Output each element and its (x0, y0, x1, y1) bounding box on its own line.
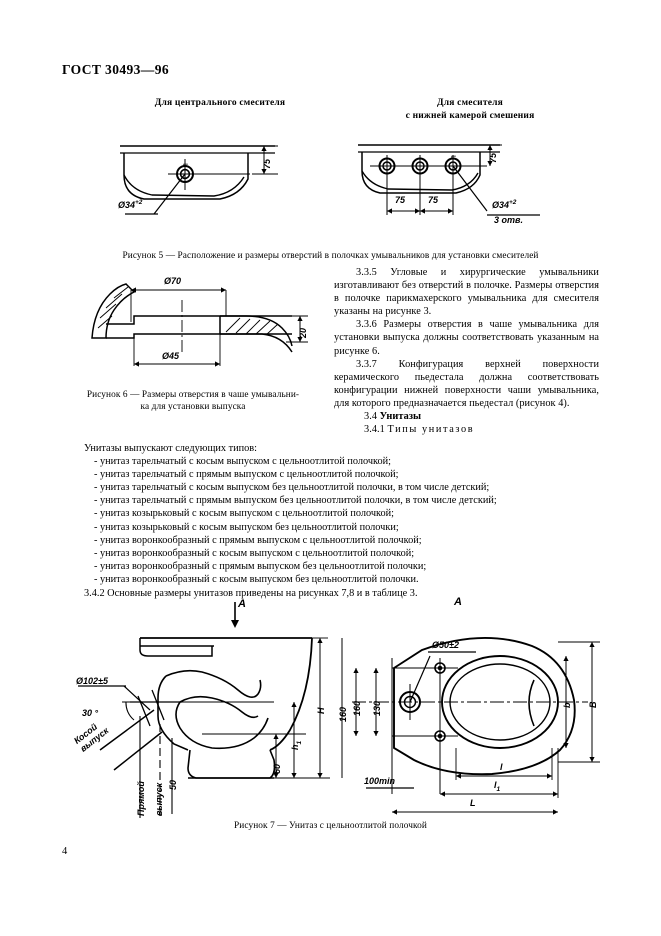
clause-3-3-5: 3.3.5 Угловые и хирургические умывальник… (334, 267, 599, 318)
toilet-type-item: - унитаз козырьковый с косым выпуском бе… (94, 521, 399, 533)
toilet-type-item: - унитаз воронкообразный с косым выпуско… (94, 547, 415, 559)
figure7-dim-H: H (316, 707, 326, 715)
figure6-caption: Рисунок 6 — Размеры отверстия в чаше умы… (62, 389, 324, 413)
svg-text:⌐: ⌐ (183, 159, 188, 169)
figure7-view-label: A (454, 596, 462, 608)
toilet-type-item: - унитаз воронкообразный с косым выпуско… (94, 573, 419, 585)
clause-column: 3.3.5 Угловые и хирургические умывальник… (334, 266, 599, 436)
figure7-dim-b: b (562, 702, 572, 709)
figure7-dim-l1-value: l (494, 780, 497, 790)
svg-text:⌐: ⌐ (451, 151, 456, 161)
figure7-dim-h1: h1 (290, 741, 303, 750)
figure7-dim-L: L (470, 798, 476, 808)
figure5-right-drawing: ⌐ 75 75 75 Ø34+2 3 отв. (352, 133, 567, 243)
figure7-label-straight-outlet: Прямой (136, 781, 146, 816)
figure7-dim-l1: l1 (494, 780, 500, 793)
figure5-left-dim-75: 75 (262, 158, 272, 169)
figure6-dim-depth: 20 (298, 327, 308, 338)
figure7-right-drawing: A Ø50±2 160 130 b B l l1 L 100min (352, 596, 627, 830)
document-header: ГОСТ 30493—96 (62, 62, 169, 77)
figure5-right-heading-line1: Для смесителя (436, 98, 504, 108)
figure7-label-straight-outlet-line1: Прямой (136, 781, 146, 816)
figure7-caption: Рисунок 7 — Унитаз с цельноотлитой полоч… (234, 821, 427, 831)
figure5-left-dim-tolerance: +2 (135, 199, 143, 206)
page-number: 4 (62, 846, 68, 857)
clause-3-3-6: 3.3.6 Размеры отверстия в чаше умывальни… (334, 319, 599, 357)
figure7-dim-h1-sub: 1 (295, 740, 303, 745)
figure6-caption-line2: ка для установки выпуска (140, 402, 246, 412)
clause-3-4-2: 3.4.2 Основные размеры унитазов приведен… (84, 588, 418, 600)
figure5-right-holes-note: 3 отв. (494, 215, 523, 225)
figure6-drawing: Ø70 Ø45 20 (86, 276, 326, 381)
figure7-dim-60: 60 (272, 763, 282, 774)
figure5-right-heading-line2: с нижней камерой смешения (405, 111, 535, 121)
figure7-dim-50: 50 (168, 779, 178, 790)
figure6-caption-line1: Рисунок 6 — Размеры отверстия в чаше умы… (86, 390, 300, 400)
figure7-right-dim-130: 130 (372, 700, 382, 716)
toilet-types-block: Унитазы выпускают следующих типов: - уни… (80, 442, 600, 600)
figure5-left-dim-diameter-value: Ø34 (118, 200, 136, 210)
figure7-dim-angle: 30 ° (82, 708, 99, 718)
figure7-dim-l: l (500, 762, 503, 772)
clause-3-4-1: 3.4.1 Типы унитазов (334, 423, 599, 436)
figure7-left-drawing: Ø102±5 30 ° Косой выпуск Прямой выпуск 5… (62, 598, 357, 830)
figure7-right-dim-160: 160 (352, 700, 362, 716)
clause-3-4-1-title: Типы унитазов (387, 424, 475, 436)
figure7-section-arrow-label: A (238, 598, 246, 610)
clause-3-3-7: 3.3.7 Конфигурация верхней поверхности к… (334, 358, 599, 409)
figure5-right-dim-spacing-1: 75 (395, 195, 406, 205)
figure5-left-dim-diameter: Ø34+2 (118, 199, 142, 210)
figure5-caption: Рисунок 5 — Расположение и размеры отвер… (122, 251, 539, 261)
figure5-right-dim-diameter-value: Ø34 (492, 200, 510, 210)
figure6-dim-outer-diameter: Ø70 (164, 276, 182, 286)
toilet-type-item: - унитаз тарельчатый с прямым выпуском б… (94, 495, 497, 507)
figure7-dim-hole-diameter: Ø50±2 (432, 640, 459, 650)
figure5-left-heading: Для центрального смесителя (154, 98, 286, 108)
section-3-4: 3.4 Унитазы (334, 410, 599, 423)
section-3-4-number: 3.4 (364, 411, 378, 423)
figure7-dim-l1-sub: 1 (496, 785, 501, 793)
figure5-right-heading: Для смесителя с нижней камерой смешения (370, 97, 570, 123)
figure5-right-dim-diameter: Ø34+2 (492, 199, 516, 210)
figure7-dim-B: B (588, 701, 598, 709)
toilet-type-item: - унитаз тарельчатый с косым выпуском бе… (94, 482, 490, 494)
figure7-label-straight-outlet-2: выпуск (154, 783, 164, 816)
figure7-dim-outlet-diameter: Ø102±5 (76, 676, 108, 686)
figure7-dim-h1-value: h (290, 744, 300, 751)
figure6-dim-inner-diameter: Ø45 (162, 351, 180, 361)
figure7-label-straight-outlet-line2: выпуск (154, 782, 164, 816)
toilet-types-intro: Унитазы выпускают следующих типов: (84, 443, 257, 454)
figure5-right-dim-75-height: 75 (488, 152, 498, 163)
toilet-type-item: - унитаз тарельчатый с косым выпуском с … (94, 456, 392, 468)
toilet-type-item: - унитаз воронкообразный с прямым выпуск… (94, 560, 427, 572)
clause-3-4-1-number: 3.4.1 (364, 424, 385, 436)
figure7-dim-100min: 100min (364, 776, 396, 786)
toilet-type-item: - унитаз воронкообразный с прямым выпуск… (94, 534, 422, 546)
section-3-4-title: Унитазы (379, 411, 422, 423)
toilet-type-item: - унитаз тарельчатый с прямым выпуском с… (94, 469, 399, 481)
figure5-right-dim-tolerance: +2 (509, 199, 517, 206)
figure5-left-drawing: ⌐ 75 Ø34+2 (110, 133, 310, 238)
figure5-right-dim-spacing-2: 75 (428, 195, 439, 205)
figure7-dim-160: 160 (338, 706, 348, 722)
toilet-type-item: - унитаз козырьковый с косым выпуском с … (94, 508, 395, 520)
